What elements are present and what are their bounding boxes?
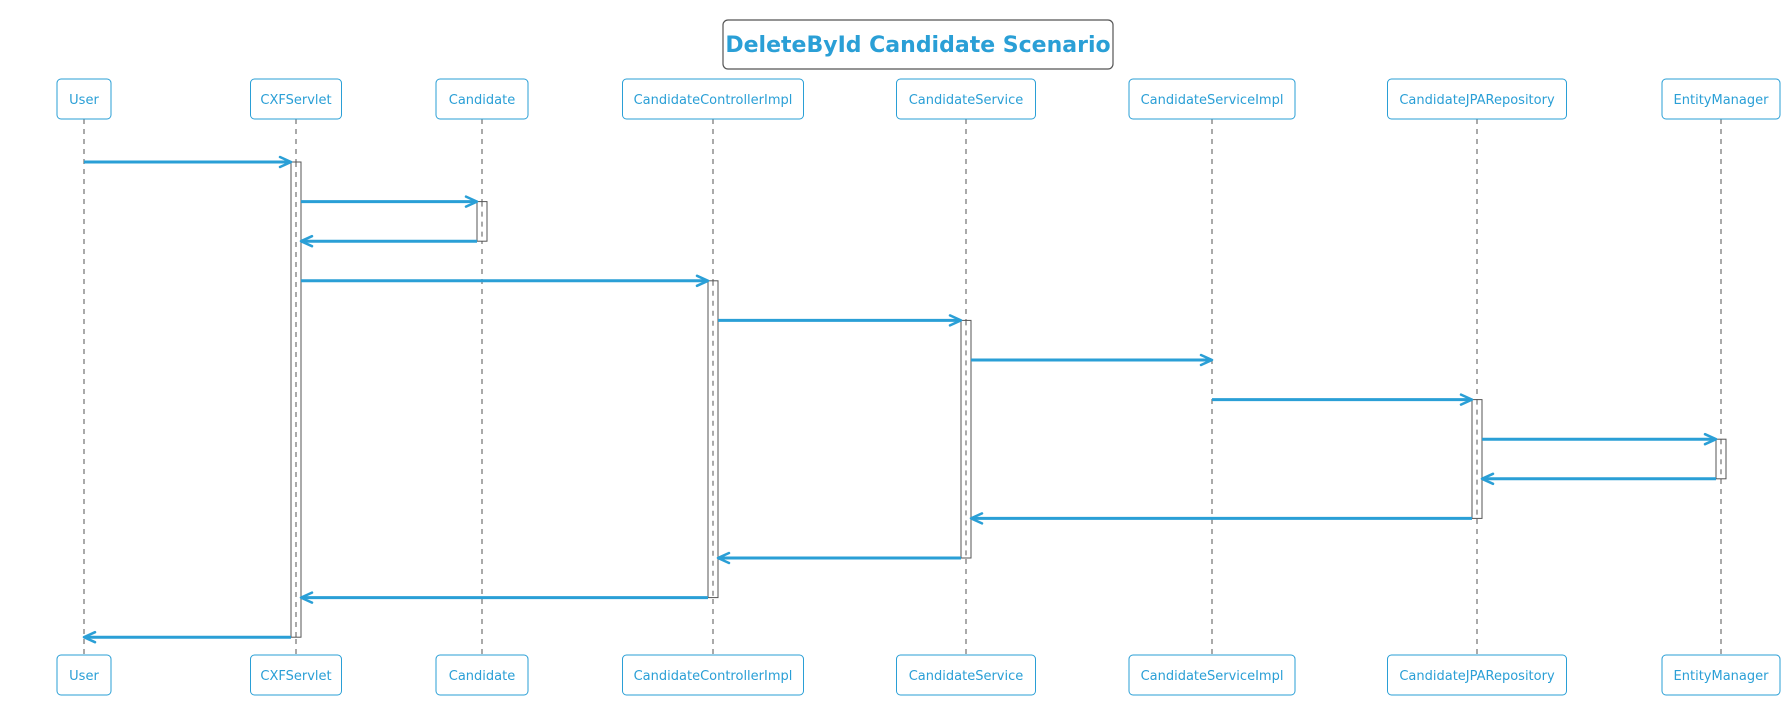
arrowhead-icon [969,512,984,525]
arrowhead-icon [948,314,963,327]
participant-label: CandidateServiceImpl [1141,669,1284,684]
participant-label: CandidateControllerImpl [634,669,793,684]
participant-box [435,78,529,120]
participant-label: EntityManager [1674,669,1770,684]
message-arrow [84,155,293,169]
participant-box [250,654,342,696]
participants-layer: UserUserCXFServletCXFServletCandidateCan… [56,78,1781,696]
participant-top-entitymanager: EntityManager [1661,78,1781,120]
message-arrow [1480,472,1716,486]
arrowhead-icon [1459,393,1474,406]
participant-label: CandidateJPARepository [1399,669,1555,684]
message-arrow [301,274,710,288]
message-arrow [301,195,479,208]
participant-box [1128,78,1296,120]
participant-box [1387,78,1567,120]
lifelines-layer [83,119,1722,655]
message-arrow [1212,393,1474,406]
participant-box [56,654,112,696]
participant-box [1661,78,1781,120]
participant-box [56,78,112,120]
participant-box [896,654,1036,696]
participant-label: EntityManager [1674,93,1770,108]
message-arrow [971,353,1214,367]
arrowhead-icon [695,274,710,288]
message-arrow [1482,432,1718,446]
participant-box [622,654,804,696]
participant-label: CandidateService [909,93,1024,108]
participant-bottom-candidateserviceimpl: CandidateServiceImpl [1128,654,1296,696]
arrowhead-icon [299,591,314,604]
participant-top-candidatecontrollerimpl: CandidateControllerImpl [622,78,804,120]
participant-bottom-candidateservice: CandidateService [896,654,1036,696]
participant-bottom-candidatecontrollerimpl: CandidateControllerImpl [622,654,804,696]
participant-label: CXFServlet [260,93,331,108]
participant-top-user: User [56,78,112,120]
participant-label: CandidateControllerImpl [634,93,793,108]
message-arrow [299,234,477,248]
participant-box [435,654,529,696]
participant-top-candidateserviceimpl: CandidateServiceImpl [1128,78,1296,120]
participant-label: CandidateServiceImpl [1141,93,1284,108]
title-box [722,19,1114,70]
arrowhead-icon [1703,432,1718,446]
message-arrow [716,551,961,565]
arrowhead-icon [1199,353,1214,367]
participant-top-cxfservlet: CXFServlet [250,78,342,120]
message-arrow [299,591,708,604]
participant-box [1661,654,1781,696]
arrowhead-icon [299,234,314,248]
participant-box [1387,654,1567,696]
arrowhead-icon [278,155,293,169]
participant-box [250,78,342,120]
messages-layer [82,155,1718,644]
participant-bottom-candidate: Candidate [435,654,529,696]
participant-top-candidate: Candidate [435,78,529,120]
participant-label: User [69,93,99,108]
arrowhead-icon [716,551,731,565]
activation-candidatecontrollerimpl [707,280,719,599]
diagram-title: DeleteById Candidate Scenario [725,33,1110,58]
participant-bottom-cxfservlet: CXFServlet [250,654,342,696]
participant-label: CandidateJPARepository [1399,93,1555,108]
activations-layer [290,161,1727,638]
participant-top-candidatejparepository: CandidateJPARepository [1387,78,1567,120]
participant-top-candidateservice: CandidateService [896,78,1036,120]
message-arrow [969,512,1472,525]
message-arrow [718,314,963,327]
title-group: DeleteById Candidate Scenario [722,19,1114,70]
participant-label: User [69,669,99,684]
arrowhead-icon [464,195,479,208]
arrowhead-icon [82,630,97,644]
participant-box [622,78,804,120]
message-arrow [82,630,291,644]
participant-bottom-entitymanager: EntityManager [1661,654,1781,696]
participant-box [896,78,1036,120]
participant-box [1128,654,1296,696]
participant-label: CXFServlet [260,669,331,684]
arrowhead-icon [1480,472,1495,486]
participant-bottom-user: User [56,654,112,696]
participant-label: Candidate [449,93,515,108]
participant-label: Candidate [449,669,515,684]
participant-label: CandidateService [909,669,1024,684]
participant-bottom-candidatejparepository: CandidateJPARepository [1387,654,1567,696]
